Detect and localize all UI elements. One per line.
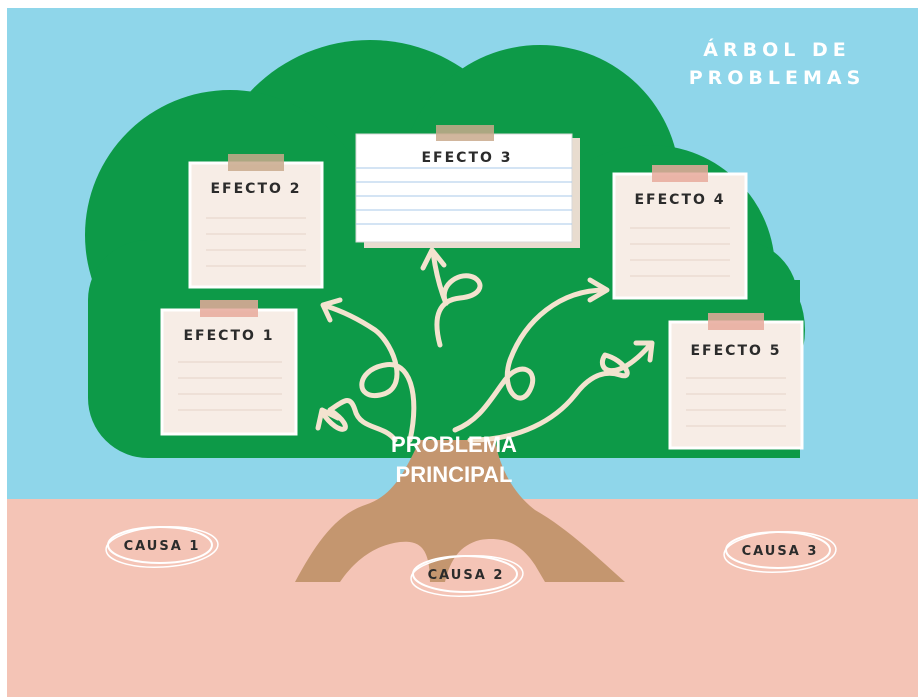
cause-label-3: CAUSA 3 (742, 544, 819, 559)
effect-label-2: EFECTO 2 (210, 181, 301, 197)
effect-note-2: EFECTO 2 (190, 154, 322, 287)
effect-note-4: EFECTO 4 (614, 165, 746, 298)
effect-label-1: EFECTO 1 (183, 328, 274, 344)
title-line-2: PROBLEMAS (689, 67, 866, 89)
effect-label-3: EFECTO 3 (421, 150, 512, 166)
effect-label-5: EFECTO 5 (690, 343, 781, 359)
problem-line-1: PROBLEMA (391, 432, 517, 457)
problem-line-2: PRINCIPAL (396, 462, 513, 487)
cause-label-1: CAUSA 1 (124, 539, 201, 554)
effect-label-4: EFECTO 4 (634, 192, 725, 208)
effect-note-3: EFECTO 3 (356, 125, 580, 248)
effect-note-1: EFECTO 1 (162, 300, 296, 434)
effect-note-5: EFECTO 5 (670, 313, 802, 448)
cause-label-2: CAUSA 2 (428, 568, 505, 583)
title-line-1: ÁRBOL DE (703, 38, 850, 61)
